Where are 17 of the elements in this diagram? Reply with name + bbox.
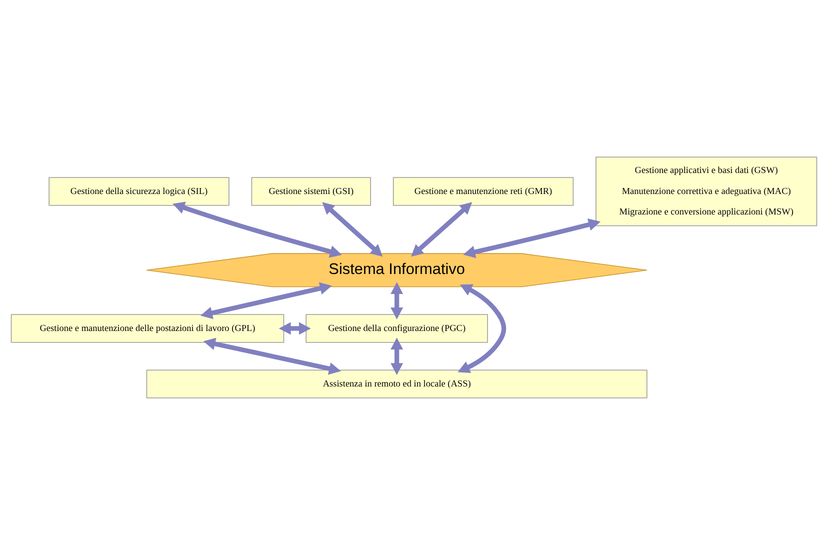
arrow: [322, 202, 383, 257]
node-box: Assistenza in remoto ed in locale (ASS): [146, 370, 648, 398]
arrow: [390, 282, 404, 320]
arrow: [203, 338, 341, 375]
arrow: [458, 284, 506, 373]
arrow: [172, 202, 342, 258]
arrow: [278, 322, 311, 335]
arrow: [390, 338, 404, 376]
node-box: Gestione della configurazione (PGC): [306, 314, 488, 343]
arrow: [463, 218, 601, 258]
arrow: [411, 202, 472, 257]
node-box: Gestione applicativi e basi dati (GSW) Manutenzione correttiva e adeguativa (MAC) Migrazione e conversione applicazioni (MSW): [596, 156, 818, 226]
node-box: Gestione e manutenzione reti (GMR): [392, 177, 574, 206]
node-box: Gestione sistemi (GSI): [251, 177, 371, 206]
node-box: Gestione della sicurezza logica (SIL): [48, 177, 230, 206]
node-box: Gestione e manutenzione delle postazioni di lavoro (GPL): [10, 314, 284, 343]
arrow: [200, 282, 332, 320]
